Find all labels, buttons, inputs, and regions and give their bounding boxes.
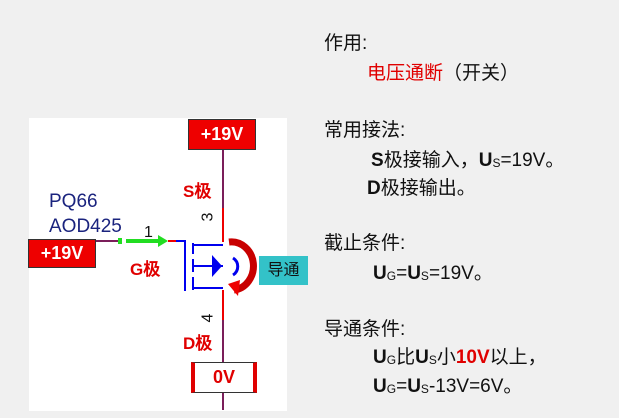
wiring-line-1: S极接输入，US=19V。 [371,150,565,171]
part-reference: PQ66 [49,191,98,212]
gate-label: G极 [130,260,161,279]
conducting-badge: 导通 [259,256,308,285]
function-value: 电压通断（开关） [367,63,520,84]
source-label: S极 [183,182,212,201]
cutoff-condition: UG=US=19V。 [373,263,493,284]
on-title: 导通条件: [324,319,406,340]
bottom-voltage-label: 0V [191,362,257,393]
pin-gate-number: 1 [144,224,153,241]
cutoff-title: 截止条件: [324,233,406,254]
on-condition-1: UG比US小10V以上， [373,347,547,368]
on-condition-2: UG=US-13V=6V。 [373,376,523,397]
function-title: 作用: [324,33,368,54]
wiring-title: 常用接法: [324,120,406,141]
drain-label: D极 [183,334,213,353]
wiring-line-2: D极接输出。 [367,178,476,199]
pin-drain-number: 4 [199,313,217,323]
top-voltage-label: +19V [188,119,256,150]
left-voltage-label: +19V [28,239,96,268]
pin-source-number: 3 [199,212,217,222]
part-name: AOD425 [49,216,122,237]
